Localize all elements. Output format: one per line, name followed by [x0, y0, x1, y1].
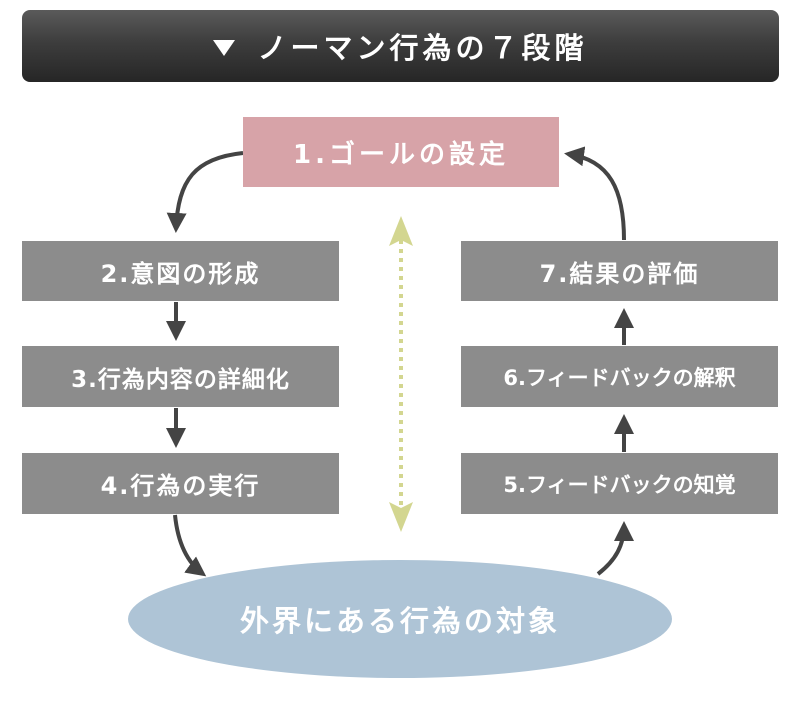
world-ellipse: 外界にある行為の対象: [128, 560, 672, 678]
world-label: 外界にある行為の対象: [239, 604, 560, 638]
diagram-header: ノーマン行為の７段階: [22, 10, 779, 82]
arrow-execution-to-world: [173, 514, 207, 577]
stage-execution-box: 4.行為の実行: [22, 453, 339, 514]
stage-execution-label: 4.行為の実行: [100, 472, 261, 500]
stage-goal-box: 1.ゴールの設定: [243, 117, 559, 187]
stage-goal-label: 1.ゴールの設定: [293, 139, 509, 170]
header-title: ノーマン行為の７段階: [257, 31, 588, 65]
dotted-arrow-down-head: [389, 502, 413, 532]
dotted-arrow-up-head: [389, 216, 413, 246]
stage-intention-box: 2.意図の形成: [22, 241, 339, 301]
stage-specification-box: 3.行為内容の詳細化: [22, 346, 339, 407]
stage-evaluation-box: 7.結果の評価: [461, 241, 778, 301]
stage-perception-label: 5.フィードバックの知覚: [503, 472, 736, 497]
stage-perception-box: 5.フィードバックの知覚: [461, 453, 778, 514]
arrow-goal-to-intention: [166, 151, 244, 233]
stage-interpretation-label: 6.フィードバックの解釈: [503, 365, 736, 390]
arrow-evaluation-to-goal: [564, 146, 626, 241]
stage-interpretation-box: 6.フィードバックの解釈: [461, 346, 778, 407]
triangle-down-icon: [213, 40, 236, 56]
stage-evaluation-label: 7.結果の評価: [539, 259, 700, 288]
stage-specification-label: 3.行為内容の詳細化: [71, 366, 290, 393]
arrow-world-to-perception: [596, 521, 634, 576]
stage-intention-label: 2.意図の形成: [100, 259, 261, 288]
